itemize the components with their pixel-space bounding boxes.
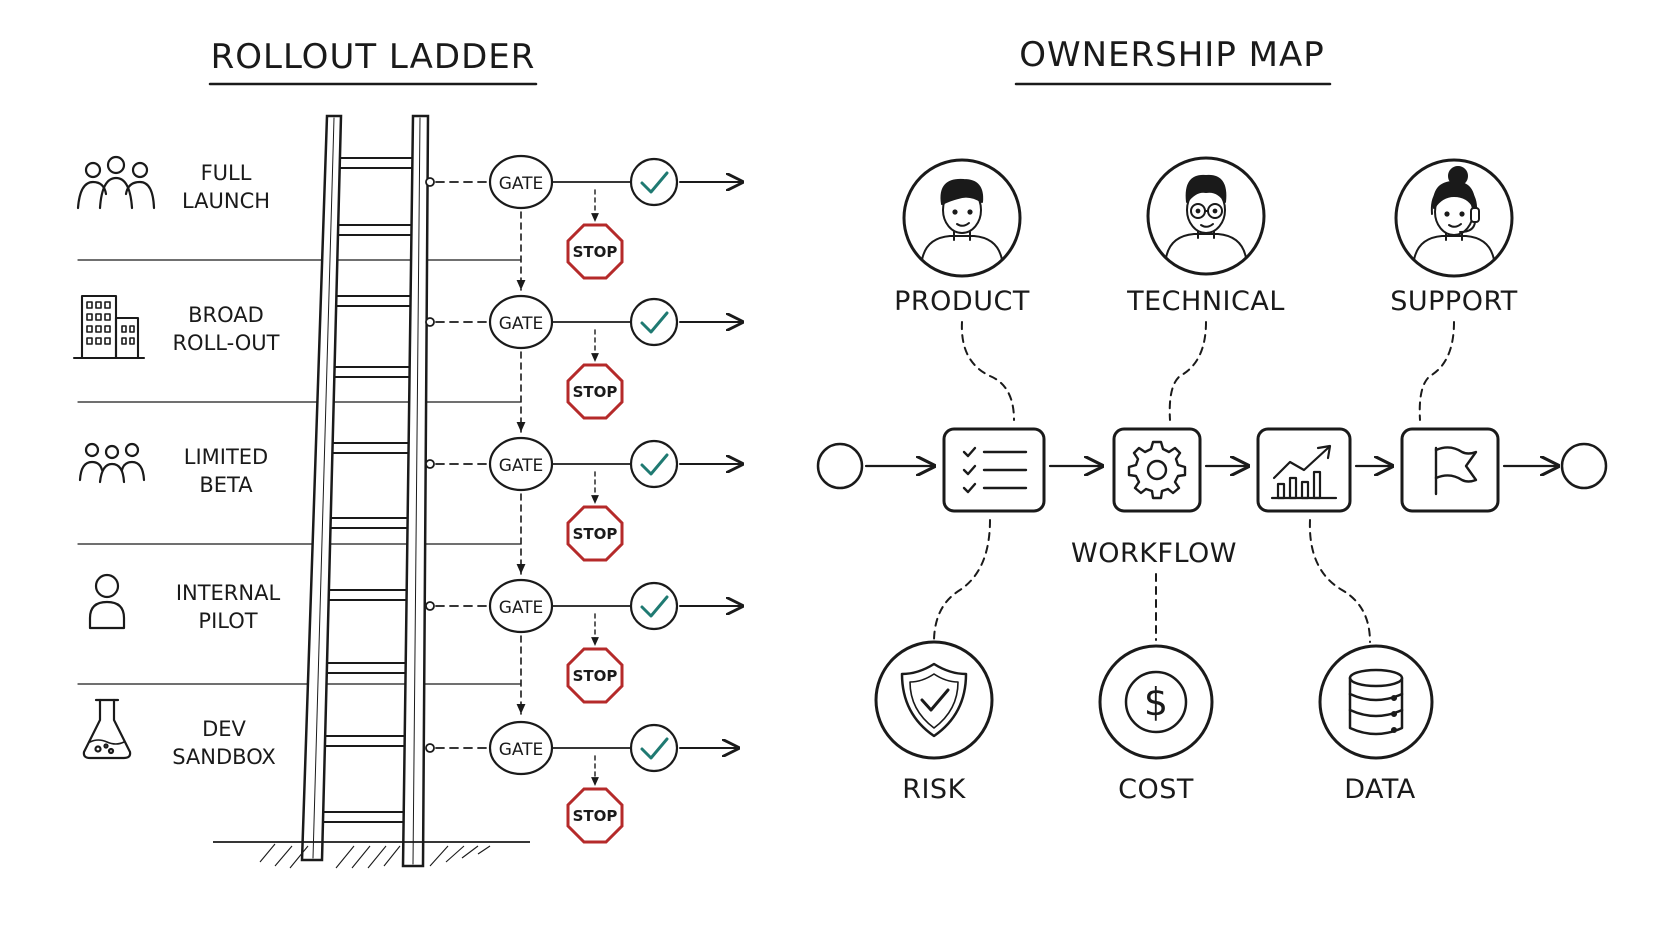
dollar-coin-icon: $	[1098, 644, 1214, 760]
single-person-icon	[88, 573, 126, 630]
group-people-icon	[76, 155, 156, 210]
shield-check-icon	[874, 640, 994, 760]
stage-4-line1: INTERNAL	[176, 581, 281, 605]
check-circle-icon	[629, 297, 679, 347]
gate-label: GATE	[499, 314, 544, 334]
product-owner-avatar-icon	[902, 158, 1022, 278]
support-owner-avatar-icon	[1394, 158, 1514, 278]
stage-1-line1: FULL	[201, 161, 252, 185]
workflow-row	[816, 427, 1608, 513]
ladder-left-rail	[300, 114, 343, 862]
gate-label: GATE	[499, 598, 544, 618]
dollar-glyph: $	[1144, 680, 1168, 724]
stage-1-line2: LAUNCH	[182, 189, 270, 213]
flag-icon	[1434, 446, 1478, 496]
gate-row-1: GATE STOP	[425, 154, 742, 280]
gate-label: GATE	[499, 740, 544, 760]
product-label: PRODUCT	[894, 286, 1030, 317]
stage-3-line1: LIMITED	[184, 445, 268, 469]
flag-step-box	[1400, 427, 1500, 513]
stop-sign-icon	[566, 363, 624, 420]
gear-icon	[1127, 440, 1187, 500]
stop-label: STOP	[573, 667, 618, 685]
gate-row-5: GATE STOP	[425, 720, 738, 844]
office-buildings-icon	[72, 294, 146, 360]
stage-3-line2: BETA	[199, 473, 253, 497]
gear-step-box	[1112, 427, 1202, 513]
small-group-icon	[78, 442, 146, 484]
workflow-label: WORKFLOW	[1071, 538, 1237, 569]
stage-5-line2: SANDBOX	[172, 745, 276, 769]
ground-hatching	[213, 841, 530, 869]
gate-row-3: GATE STOP	[425, 436, 742, 562]
ladder	[213, 114, 530, 869]
checklist-icon	[962, 446, 1028, 494]
stage-dividers	[77, 259, 521, 685]
check-circle-icon	[629, 439, 679, 489]
gate-label: GATE	[499, 174, 544, 194]
stop-sign-icon	[566, 223, 624, 280]
rollout-ladder-title: ROLLOUT LADDER	[211, 37, 536, 77]
stop-label: STOP	[573, 383, 618, 401]
lab-flask-icon	[82, 698, 132, 760]
cost-label: COST	[1118, 774, 1194, 805]
ownership-map-title: OWNERSHIP MAP	[1019, 35, 1325, 75]
stop-label: STOP	[573, 243, 618, 261]
workflow-start-node	[816, 442, 864, 490]
workflow-end-node	[1560, 442, 1608, 490]
risk-label: RISK	[902, 774, 966, 805]
check-circle-icon	[629, 723, 679, 773]
ladder-right-rail	[401, 114, 430, 868]
gate-row-2: GATE STOP	[425, 294, 742, 420]
stage-labels: FULL LAUNCH BROAD ROLL-OUT LIMITED BETA …	[172, 161, 280, 769]
support-label: SUPPORT	[1390, 286, 1518, 317]
check-circle-icon	[629, 581, 679, 631]
database-icon	[1318, 644, 1434, 760]
gate-row-4: GATE STOP	[425, 578, 742, 704]
check-circle-icon	[629, 157, 679, 207]
data-label: DATA	[1344, 774, 1416, 805]
stop-sign-icon	[566, 647, 624, 704]
stage-5-line1: DEV	[202, 717, 246, 741]
stop-label: STOP	[573, 525, 618, 543]
technical-owner-avatar-icon	[1146, 156, 1266, 276]
gate-label: GATE	[499, 456, 544, 476]
stop-sign-icon	[566, 505, 624, 562]
chart-icon	[1270, 444, 1338, 500]
stop-label: STOP	[573, 807, 618, 825]
technical-label: TECHNICAL	[1126, 286, 1285, 317]
stage-2-line1: BROAD	[188, 303, 264, 327]
owner-connectors	[933, 321, 1455, 643]
stage-4-line2: PILOT	[198, 609, 257, 633]
stop-sign-icon	[566, 787, 624, 844]
stage-2-line2: ROLL-OUT	[172, 331, 279, 355]
